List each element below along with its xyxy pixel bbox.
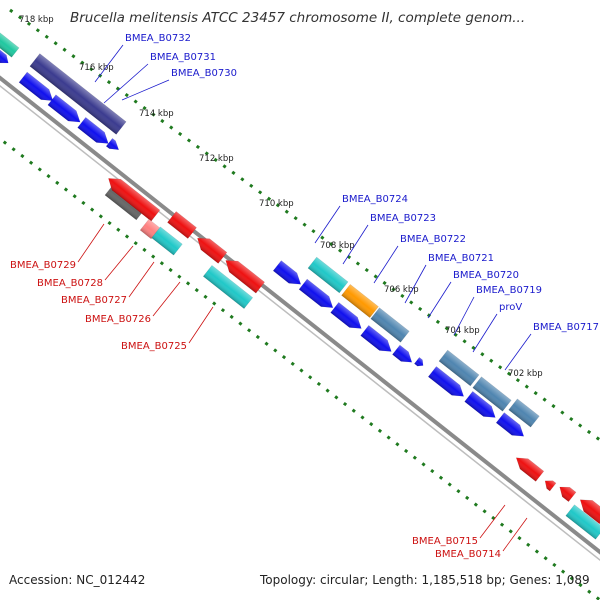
leader-line <box>373 245 399 284</box>
gene-bmea-b0714[interactable] <box>576 494 600 525</box>
gene-partial-top[interactable] <box>0 26 20 58</box>
leader-line <box>128 261 155 298</box>
gene-bmea-b0722[interactable] <box>370 307 410 343</box>
gene-bmea-b0715[interactable] <box>512 453 545 482</box>
gene-bmea-b0731[interactable] <box>47 94 84 128</box>
gene-bmea-b0721[interactable] <box>298 278 337 313</box>
tick-label: 702 kbp <box>508 369 543 379</box>
gene-blue-mid[interactable] <box>330 302 366 333</box>
tick-label: 708 kbp <box>320 241 355 251</box>
gene-blue-mid-3[interactable] <box>392 344 415 367</box>
gene-label-bmea-b0732[interactable]: BMEA_B0732 <box>125 33 191 44</box>
tick-label: 706 kbp <box>384 285 419 295</box>
tick-label: 712 kbp <box>199 154 234 164</box>
gene-label-bmea-b0721[interactable]: BMEA_B0721 <box>428 253 494 264</box>
gene-label-bmea-b0723[interactable]: BMEA_B0723 <box>370 213 436 224</box>
gene-bmea-b0720[interactable] <box>438 349 480 387</box>
gene-red-small[interactable] <box>542 477 557 492</box>
gene-red-mid-3[interactable] <box>221 255 265 294</box>
map-title: Brucella melitensis ATCC 23457 chromosom… <box>70 10 526 26</box>
gene-bmea-b0728[interactable] <box>104 173 161 222</box>
gene-red-small-2[interactable] <box>556 482 577 503</box>
gene-label-bmea-b0719[interactable]: BMEA_B0719 <box>476 285 542 296</box>
gene-bmea-b0731-block[interactable] <box>29 53 127 135</box>
topology-text: Topology: circular; Length: 1,185,518 bp… <box>260 573 590 587</box>
gene-label-bmea-b0722[interactable]: BMEA_B0722 <box>400 234 466 245</box>
gene-prov[interactable] <box>508 398 540 428</box>
tick-layer: 718 kbp 716 kbp 714 kbp 712 kbp 710 kbp 708 k… <box>0 8 600 600</box>
gene-bmea-b0717[interactable] <box>427 366 467 402</box>
gene-bmea-b0732[interactable] <box>18 71 57 106</box>
gene-bmea-b0724-arrow[interactable] <box>272 260 305 290</box>
tick-label: 718 kbp <box>19 15 54 25</box>
gene-partial-top-2[interactable] <box>0 48 11 67</box>
gene-label-bmea-b0724[interactable]: BMEA_B0724 <box>342 194 408 205</box>
leader-line <box>472 313 498 353</box>
gene-blue-mid-2[interactable] <box>360 325 396 356</box>
leader-line <box>479 504 506 539</box>
gene-bmea-b0724[interactable] <box>307 256 349 294</box>
leader-line <box>104 245 134 281</box>
leader-line <box>342 224 369 265</box>
backbone-line-inner <box>0 84 600 562</box>
gene-label-bmea-b0729[interactable]: BMEA_B0729 <box>10 260 76 271</box>
leader-line <box>121 79 170 101</box>
gene-bmea-b0723[interactable] <box>341 283 379 319</box>
leader-line <box>103 63 149 104</box>
gene-bmea-b0719[interactable] <box>472 376 512 412</box>
gene-label-bmea-b0720[interactable]: BMEA_B0720 <box>453 270 519 281</box>
tick-label: 710 kbp <box>259 199 294 209</box>
gene-label-bmea-b0727[interactable]: BMEA_B0727 <box>61 295 127 306</box>
gene-blue-right[interactable] <box>464 391 500 422</box>
leader-line <box>427 281 452 319</box>
accession-text: Accession: NC_012442 <box>9 573 146 587</box>
tick-label: 716 kbp <box>79 63 114 73</box>
backbone-line-outer <box>0 75 600 555</box>
leader-line <box>314 205 341 244</box>
leader-line <box>77 223 105 263</box>
tick-label: 704 kbp <box>445 326 480 336</box>
label-layer: BMEA_B0732BMEA_B0731BMEA_B0730BMEA_B0724… <box>10 33 599 560</box>
gene-cyan-bottom[interactable] <box>565 504 600 540</box>
gene-bmea-b0726[interactable] <box>151 226 183 256</box>
gene-blue-right-2[interactable] <box>495 412 528 442</box>
tick-label: 714 kbp <box>139 109 174 119</box>
leader-layer <box>77 44 532 552</box>
gene-layer <box>0 26 600 540</box>
leader-line <box>152 281 181 317</box>
leader-line <box>404 264 427 304</box>
backbone-layer <box>0 75 600 562</box>
tick-ring-lower <box>0 136 600 600</box>
gene-red-mid-2[interactable] <box>193 233 228 264</box>
leader-line <box>504 333 532 371</box>
gene-label-bmea-b0717[interactable]: BMEA_B0717 <box>533 322 599 333</box>
gene-bmea-b0730-tail[interactable] <box>105 138 122 153</box>
gene-label-bmea-b0725[interactable]: BMEA_B0725 <box>121 341 187 352</box>
gene-blue-mid-4[interactable] <box>414 357 425 368</box>
gene-label-bmea-b0728[interactable]: BMEA_B0728 <box>37 278 103 289</box>
gene-label-bmea-b0726[interactable]: BMEA_B0726 <box>85 314 151 325</box>
tick-ring-upper <box>9 8 600 442</box>
gene-red-mid[interactable] <box>167 211 197 239</box>
gene-bmea-b0725[interactable] <box>202 265 254 309</box>
leader-line <box>453 296 475 336</box>
leader-line <box>94 44 124 83</box>
gene-label-bmea-b0715[interactable]: BMEA_B0715 <box>412 536 478 547</box>
leader-line <box>502 517 528 552</box>
gene-bmea-b0730[interactable] <box>77 117 113 148</box>
gene-label-bmea-b0730[interactable]: BMEA_B0730 <box>171 68 237 79</box>
leader-line <box>188 306 214 344</box>
gene-label-prov[interactable]: proV <box>499 302 522 313</box>
gene-label-bmea-b0714[interactable]: BMEA_B0714 <box>435 549 501 560</box>
gene-label-bmea-b0731[interactable]: BMEA_B0731 <box>150 52 216 63</box>
